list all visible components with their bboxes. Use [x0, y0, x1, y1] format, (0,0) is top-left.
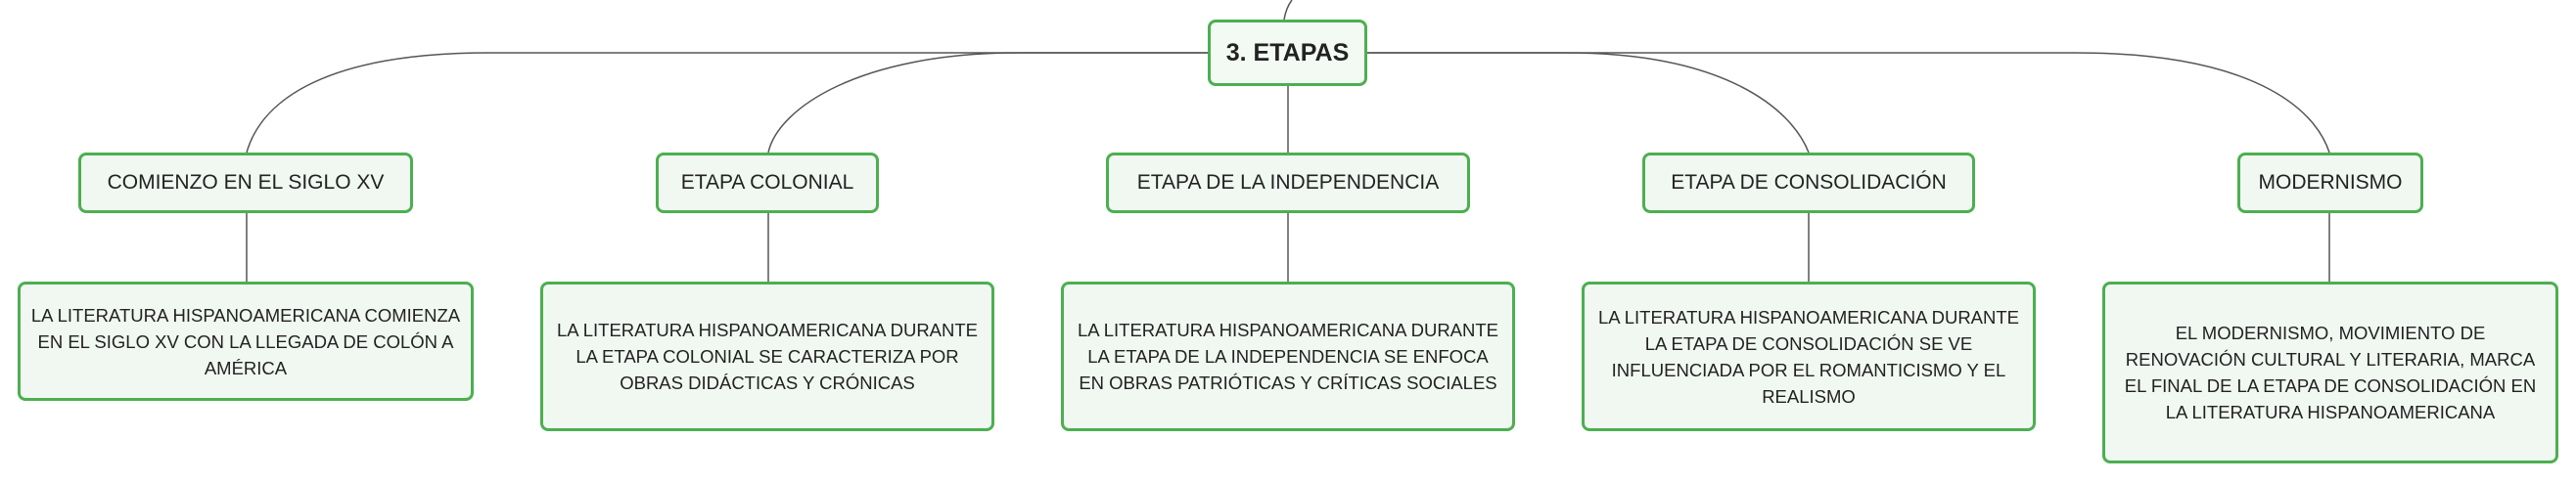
connector-root-branch-1	[246, 52, 1208, 154]
branch-title: COMIENZO EN EL SIGLO XV	[107, 171, 385, 194]
branch-node-colonial[interactable]: ETAPA COLONIAL	[656, 153, 879, 213]
branch-node-consolidacion[interactable]: ETAPA DE CONSOLIDACIÓN	[1642, 153, 1975, 213]
branch-node-independencia[interactable]: ETAPA DE LA INDEPENDENCIA	[1106, 153, 1470, 213]
root-label: 3. ETAPAS	[1225, 38, 1350, 66]
branch-title: ETAPA COLONIAL	[680, 171, 854, 194]
description-node-independencia[interactable]: LA LITERATURA HISPANOAMERICANA DURANTE L…	[1061, 282, 1515, 431]
description-node-consolidacion[interactable]: LA LITERATURA HISPANOAMERICANA DURANTE L…	[1582, 282, 2036, 431]
branch-title: ETAPA DE CONSOLIDACIÓN	[1671, 171, 1947, 194]
branch-node-comienzo[interactable]: COMIENZO EN EL SIGLO XV	[78, 153, 413, 213]
description-node-colonial[interactable]: LA LITERATURA HISPANOAMERICANA DURANTE L…	[540, 282, 994, 431]
branch-description: LA LITERATURA HISPANOAMERICANA DURANTE L…	[1077, 320, 1499, 393]
connector-root-branch-4	[1367, 52, 1810, 154]
branch-description: EL MODERNISMO, MOVIMIENTO DE RENOVACIÓN …	[2124, 323, 2537, 422]
branch-description: LA LITERATURA HISPANOAMERICANA COMIENZA …	[30, 304, 461, 378]
branch-description: LA LITERATURA HISPANOAMERICANA DURANTE L…	[556, 320, 979, 393]
connector-root-branch-2	[767, 52, 1208, 154]
description-node-comienzo[interactable]: LA LITERATURA HISPANOAMERICANA COMIENZA …	[18, 282, 474, 401]
branch-description: LA LITERATURA HISPANOAMERICANA DURANTE L…	[1597, 306, 2020, 407]
connector-root-branch-5	[1367, 52, 2330, 154]
branch-title: MODERNISMO	[2258, 171, 2403, 194]
branch-node-modernismo[interactable]: MODERNISMO	[2237, 153, 2423, 213]
parent-connector	[1283, 0, 1293, 21]
root-node[interactable]: 3. ETAPAS	[1208, 20, 1367, 86]
description-node-modernismo[interactable]: EL MODERNISMO, MOVIMIENTO DE RENOVACIÓN …	[2102, 282, 2558, 463]
branch-title: ETAPA DE LA INDEPENDENCIA	[1136, 171, 1440, 194]
